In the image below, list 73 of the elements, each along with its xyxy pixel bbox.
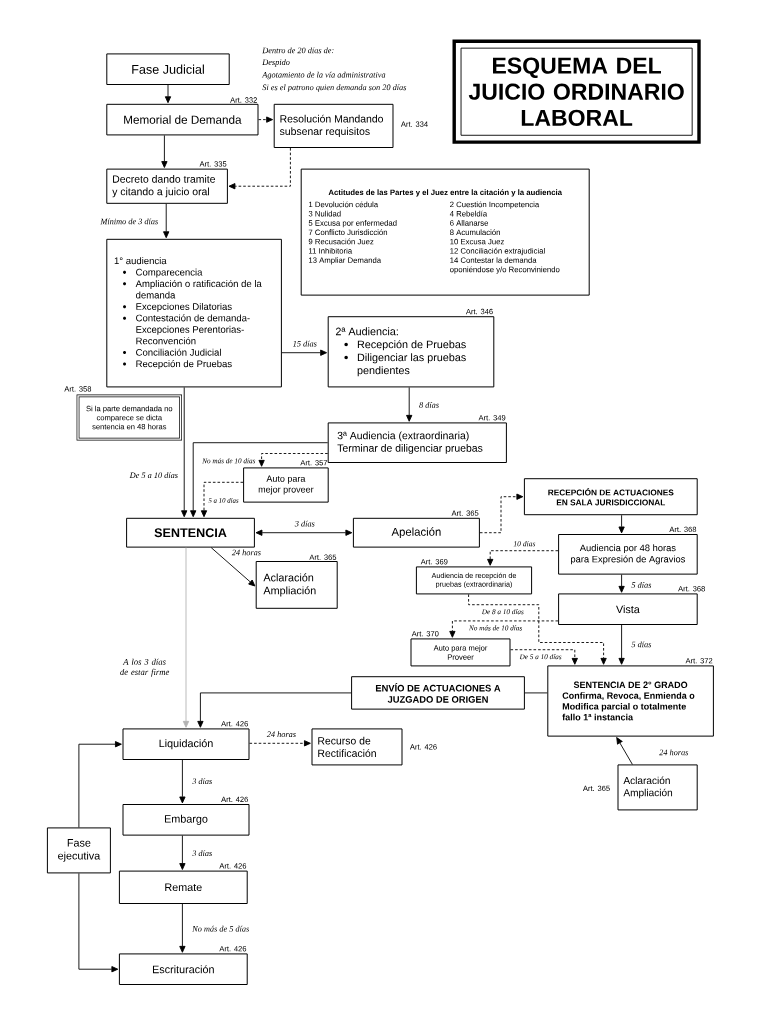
edge-label: No más de 5 días — [191, 925, 250, 933]
arrow — [210, 547, 256, 587]
edge-label: 24 horas — [266, 730, 297, 738]
note-text: Si es el patrono quien demanda son 20 días — [262, 84, 407, 92]
process-box: Auto para mejor proveer — [243, 467, 329, 503]
process-box: SENTENCIA — [126, 517, 255, 548]
arrow — [78, 741, 122, 828]
process-box: Audiencia por 48 horas para Expresión de Agravios — [558, 534, 698, 575]
process-box: Recurso de Rectificación — [311, 728, 403, 766]
arrow — [618, 624, 625, 665]
arrow — [200, 481, 244, 518]
edge-label: A los 3 días de estar firme — [111, 658, 178, 678]
arrow — [249, 740, 311, 747]
process-box: Aclaración Ampliación — [617, 764, 698, 811]
arrow — [510, 649, 578, 665]
arrow — [190, 442, 329, 518]
phase-box: Fase Judicial — [106, 53, 230, 85]
edge-label: 5 días — [630, 581, 652, 589]
arrow — [197, 692, 352, 728]
edge-label: Mínimo de 3 días — [99, 217, 159, 225]
arrow — [406, 386, 413, 422]
hearing-box: 1° audiencia Comparecencia Ampliación o ratificación de la demanda Excepciones Dilatorias Contestación de demanda-Excepciones Perentorias-Reconvención Conciliación Judicial Recepción de Pruebas — [106, 238, 282, 388]
arrow — [468, 593, 607, 665]
arrow — [179, 903, 186, 953]
arrow — [258, 116, 273, 123]
edge-label: 3 días — [191, 849, 213, 857]
note-text: Agotamiento de la vía administrativa — [261, 71, 386, 80]
arrow — [181, 386, 188, 518]
edge-label: 3 días — [294, 520, 316, 528]
process-box: Resolución Mandando subsenar requisitos — [273, 103, 394, 148]
process-box: SENTENCIA DE 2° GRADO Confirma, Revoca, Enmienda o Modifica parcial o totalmente fallo 1ª instancia — [547, 665, 714, 737]
process-box: Decreto dando tramite y citando a juicio oral — [106, 168, 228, 204]
process-box: Escrituración — [118, 953, 248, 985]
process-box: Remate — [118, 870, 248, 904]
note-text: Despido — [262, 59, 290, 67]
arrow — [487, 550, 559, 566]
process-box: Liquidación — [122, 728, 250, 760]
arrow — [616, 737, 633, 765]
arrow — [479, 493, 524, 534]
process-box: Apelación — [352, 517, 480, 548]
note-text: Dentro de 20 días de: — [262, 47, 334, 54]
process-box: ENVÍO DE ACTUACIONES A JUZGADO DE ORIGEN — [351, 676, 525, 710]
arrow — [255, 529, 353, 536]
arrow — [258, 453, 329, 467]
edge-label: 24 horas — [231, 548, 262, 556]
arrow — [179, 759, 186, 804]
process-box: Embargo — [122, 804, 250, 836]
process-box: RECEPCIÓN DE ACTUACIONES EN SALA JURISDICCIONAL — [523, 478, 698, 516]
edge-label: 3 días — [191, 777, 213, 785]
title-box: ESQUEMA DEL JUICIO ORDINARIO LABORAL — [452, 39, 701, 144]
arrow — [78, 872, 119, 973]
edge-label: 8 días — [418, 401, 440, 409]
process-box: Vista — [558, 593, 698, 625]
edge-label: De 5 a 10 días — [129, 471, 179, 479]
process-box: Memorial de Demanda — [106, 103, 259, 136]
arrow — [618, 514, 625, 534]
arrow — [182, 547, 190, 728]
hearing-box: 2ª Audiencia: Recepción de Pruebas Diligenciar las pruebas pendientes — [327, 316, 495, 388]
arrow — [228, 147, 291, 190]
arrow — [164, 84, 172, 104]
arrow — [281, 349, 327, 356]
connector-line — [524, 692, 548, 694]
arrow — [161, 134, 168, 168]
edge-label: 15 días — [292, 340, 318, 348]
arrow — [618, 574, 625, 593]
process-box: Aclaración Ampliación — [255, 561, 338, 609]
edge-label: 24 horas — [658, 748, 689, 756]
arrow — [179, 835, 186, 870]
arrow — [163, 203, 170, 239]
arrow — [449, 620, 559, 638]
edge-label: 5 días — [630, 640, 652, 648]
hearing-box: 3ª Audiencia (extraordinaria) Terminar de diligenciar pruebas — [327, 422, 507, 463]
phase-box: Fase ejecutiva — [46, 827, 111, 874]
